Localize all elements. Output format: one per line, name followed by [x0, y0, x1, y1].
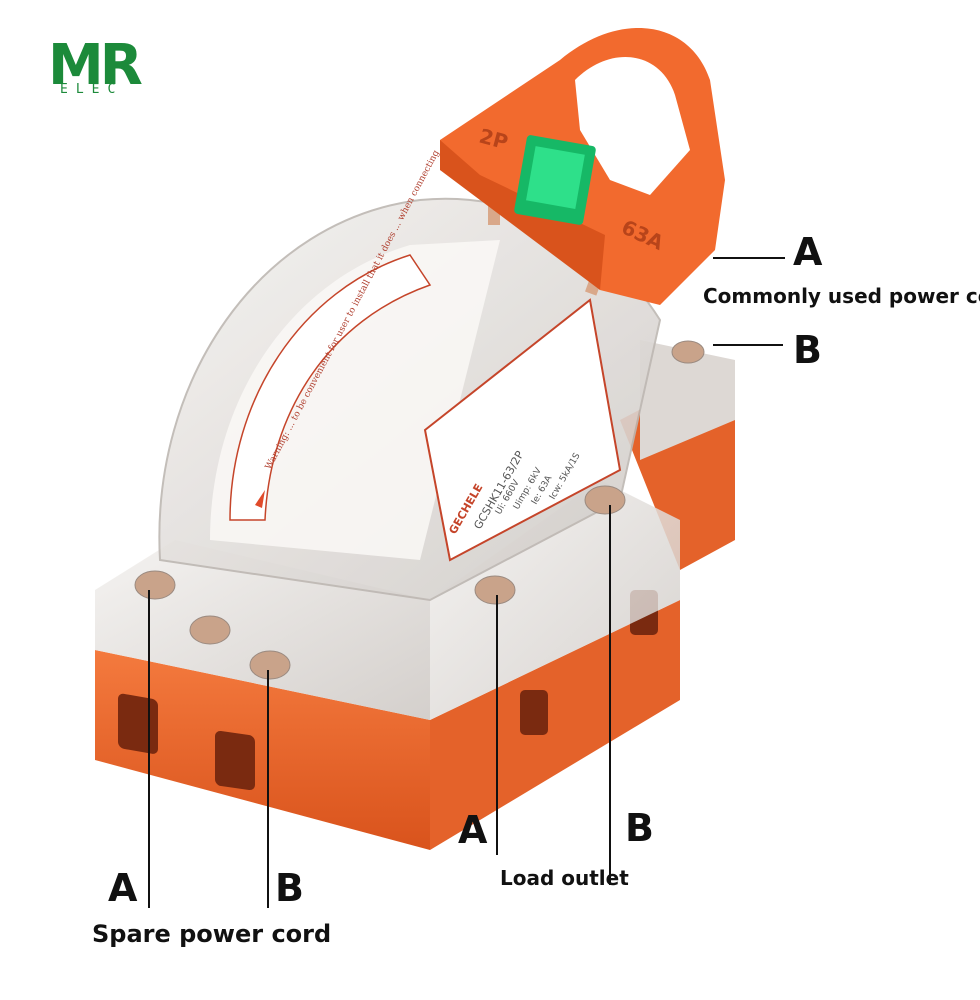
brand-logo: MR	[48, 33, 158, 102]
load-caption: Load outlet	[500, 866, 629, 890]
leader-line-load-b	[609, 505, 611, 885]
load-b-label: B	[625, 806, 654, 850]
leader-line-commonly-b	[713, 344, 783, 346]
commonly-a-label: A	[793, 230, 823, 274]
leader-line-load-a	[496, 595, 498, 855]
leader-line-commonly-a	[713, 257, 785, 259]
leader-line-spare-b	[267, 670, 269, 908]
logo-subtitle: ELEC	[60, 82, 124, 97]
switch-handle[interactable]: 2P 63A	[440, 27, 725, 306]
spare-a-label: A	[108, 866, 138, 910]
commonly-b-label: B	[793, 328, 822, 372]
spare-caption: Spare power cord	[92, 920, 332, 948]
load-a-label: A	[458, 808, 488, 852]
logo-main: MR	[48, 36, 142, 98]
spare-b-label: B	[275, 866, 304, 910]
nameplate: GECHELE GCSHK11-63/2P Ui: 660V Uimp: 6kV…	[423, 298, 622, 562]
leader-line-spare-a	[148, 590, 150, 908]
logo-mark: MR	[48, 33, 146, 98]
commonly-caption: Commonly used power cord	[703, 284, 980, 308]
